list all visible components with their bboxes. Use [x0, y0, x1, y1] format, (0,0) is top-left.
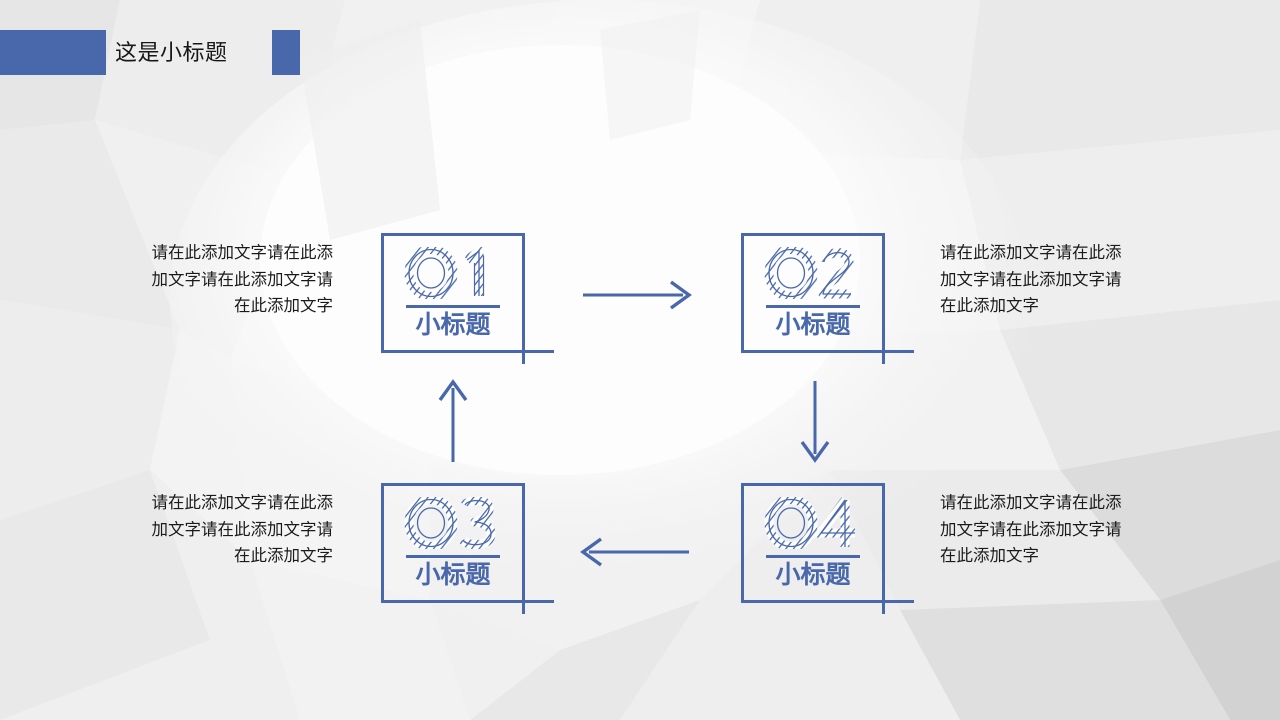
page-title: 这是小标题	[115, 40, 228, 65]
arrow-03-to-01	[438, 379, 468, 462]
header-accent-bar	[0, 30, 106, 75]
node-01-label: 小标题	[415, 311, 491, 340]
node-01-divider	[406, 305, 500, 309]
sketch-number-01-glyph	[404, 247, 485, 300]
node-01[interactable]: 小标题	[381, 233, 554, 364]
node-04-number	[757, 497, 869, 550]
node-03[interactable]: 小标题	[381, 483, 554, 614]
node-02-divider	[766, 305, 860, 309]
node-04-divider	[766, 555, 860, 559]
node-02[interactable]: 小标题	[741, 233, 914, 364]
node-03-divider	[406, 555, 500, 559]
description-03: 请在此添加文字请在此添加文字请在此添加文字请在此添加文字	[151, 494, 334, 566]
node-04-label: 小标题	[775, 561, 851, 590]
sketch-number-02-glyph	[764, 247, 854, 300]
sketch-number-04-glyph	[764, 497, 855, 550]
description-02: 请在此添加文字请在此添加文字请在此添加文字请在此添加文字	[940, 244, 1122, 316]
node-03-label: 小标题	[415, 561, 491, 590]
arrow-02-to-04	[800, 381, 830, 463]
description-01: 请在此添加文字请在此添加文字请在此添加文字请在此添加文字	[151, 244, 334, 316]
node-04[interactable]: 小标题	[741, 483, 914, 614]
description-04: 请在此添加文字请在此添加文字请在此添加文字请在此添加文字	[940, 494, 1122, 566]
node-02-number	[757, 247, 869, 300]
node-01-number	[397, 247, 509, 300]
node-03-number	[397, 497, 509, 550]
node-02-label: 小标题	[775, 311, 851, 340]
header-accent-square	[272, 30, 300, 75]
arrow-01-to-02	[583, 280, 692, 310]
sketch-number-03-glyph	[404, 497, 496, 550]
arrow-04-to-03	[580, 537, 689, 567]
